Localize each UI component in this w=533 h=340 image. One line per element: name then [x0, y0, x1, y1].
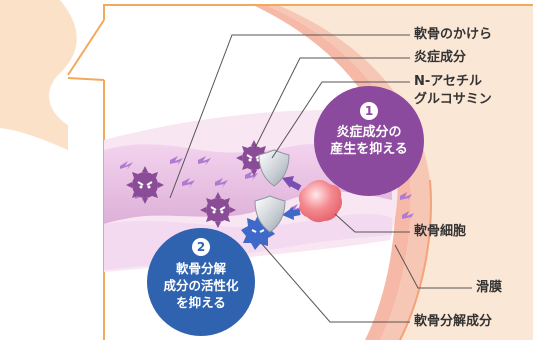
label-inflammatory-component: 炎症成分 — [414, 50, 467, 65]
lightning-icon — [182, 178, 195, 188]
germ-icon — [200, 192, 236, 228]
zoom-pointer — [67, 19, 105, 81]
badge-line: 産生を抑える — [330, 142, 408, 157]
label-cartilage-fragments: 軟骨のかけら — [414, 27, 493, 42]
lightning-icon — [290, 204, 303, 214]
lightning-icon — [400, 192, 412, 202]
shield-icon — [254, 195, 286, 233]
badge-inhibit-inflammation: 1 炎症成分の 産生を抑える — [314, 86, 424, 196]
badge-line: 成分の活性化 — [163, 278, 239, 293]
label-nag-line2: グルコサミン — [414, 92, 492, 107]
leader-lines — [169, 34, 472, 323]
lightning-icon — [245, 171, 258, 181]
synovium-outer — [280, 6, 533, 340]
synovium-edge — [399, 179, 432, 340]
germ-icon — [126, 166, 164, 204]
label-degradation-component: 軟骨分解成分 — [414, 314, 493, 329]
lightning-icon — [120, 161, 133, 170]
lightning-icon — [198, 156, 211, 166]
lightning-icon — [170, 156, 183, 166]
shield-icon — [258, 149, 290, 187]
label-nag-line1: N-アセチル — [414, 74, 483, 89]
badge-line: を抑える — [176, 295, 226, 310]
badge-inhibit-degradation: 2 軟骨分解 成分の活性化 を抑える — [147, 228, 255, 336]
label-chondrocyte: 軟骨細胞 — [414, 224, 467, 239]
germ-icons — [126, 140, 272, 228]
badge-line: 炎症成分の — [336, 125, 402, 140]
skin-shape — [0, 0, 77, 150]
lightning-icon — [215, 178, 228, 188]
lightning-icon — [402, 211, 414, 221]
label-synovium: 滑膜 — [476, 280, 503, 295]
chondrocyte-icon — [298, 180, 342, 223]
inhibit-arrows — [282, 176, 302, 220]
badge-line: 軟骨分解 — [175, 261, 226, 276]
badge-number: 1 — [360, 102, 378, 120]
badge-number: 2 — [192, 238, 210, 256]
